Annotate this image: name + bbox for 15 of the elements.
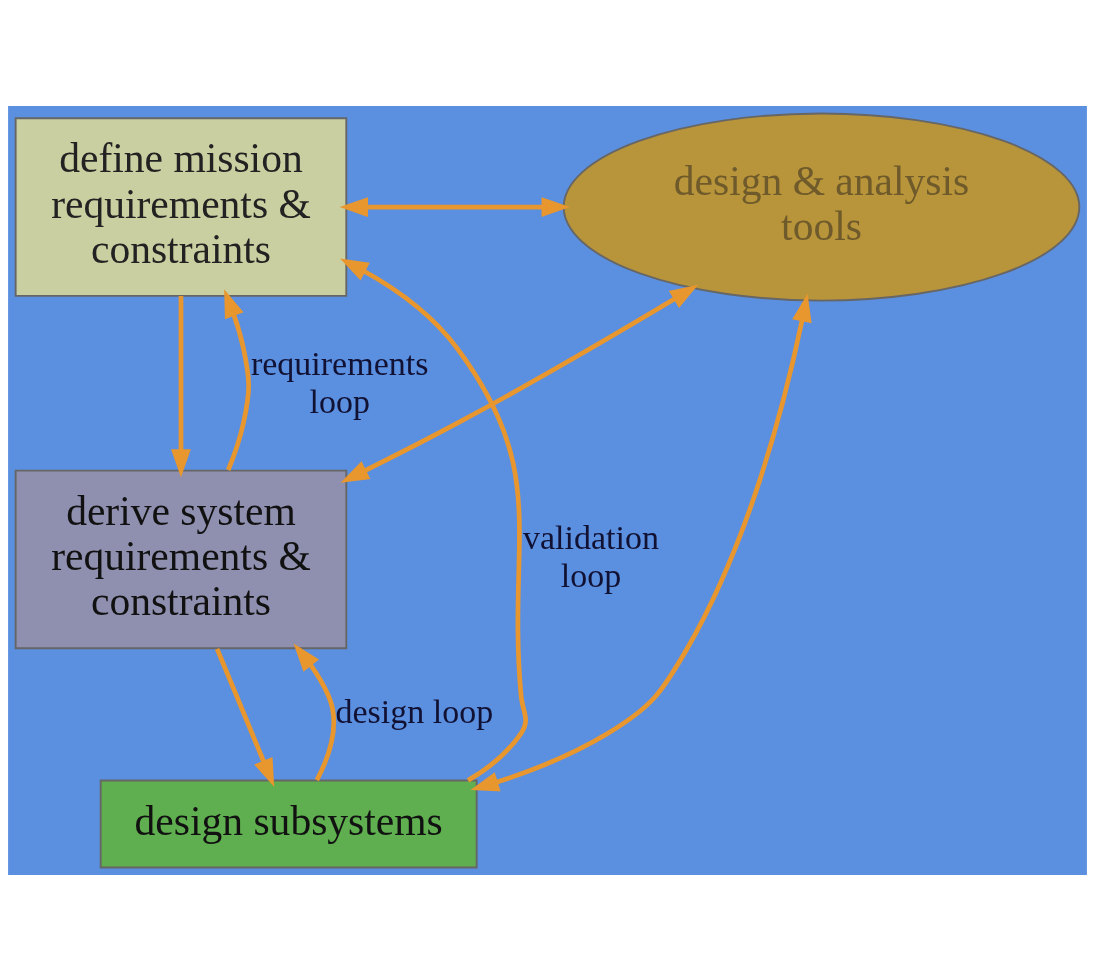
node-box: derive system requirements & constraints bbox=[14, 469, 348, 649]
arrow bbox=[214, 647, 275, 787]
arrow bbox=[339, 196, 570, 217]
arrow bbox=[470, 292, 812, 791]
arrow bbox=[171, 295, 191, 478]
edge-label: validation loop bbox=[523, 518, 659, 594]
node-box: design subsystems bbox=[99, 779, 478, 868]
arrow bbox=[293, 642, 337, 781]
arrow bbox=[224, 288, 251, 471]
edge-label: design loop bbox=[335, 692, 494, 730]
node-ellipse: design & analysis tools bbox=[562, 112, 1081, 302]
node-box: define mission requirements & constraints bbox=[14, 116, 348, 297]
arrow bbox=[340, 258, 528, 782]
edge-label: requirements loop bbox=[250, 344, 429, 420]
arrow bbox=[340, 284, 699, 483]
